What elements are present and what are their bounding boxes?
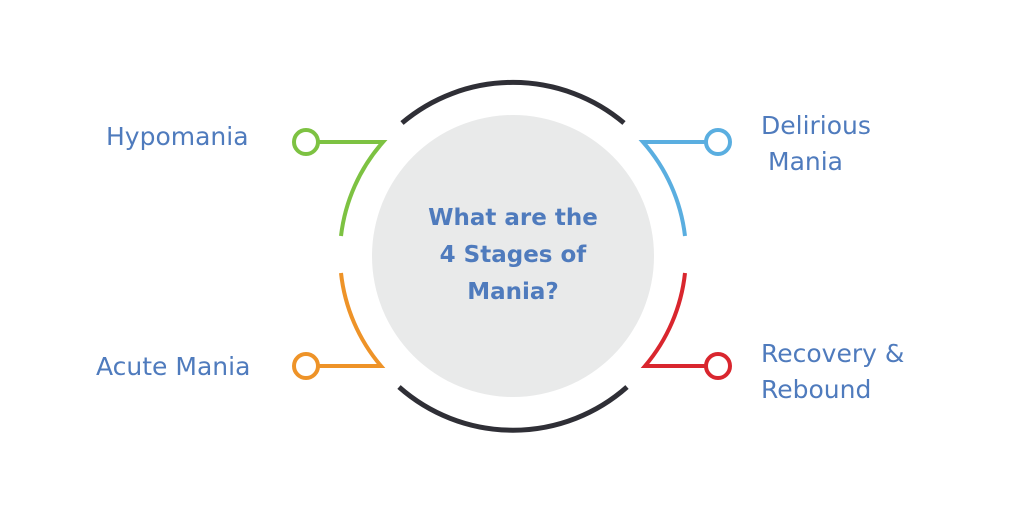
stage-label-line: Rebound (761, 375, 872, 404)
delirious-mania-connector (638, 140, 706, 237)
recovery-node-icon (704, 352, 732, 380)
top-ring-arc (400, 79, 626, 125)
center-circle (372, 115, 654, 397)
hypomania-node-icon (292, 128, 320, 156)
bottom-ring-arc (397, 385, 629, 433)
stage-label-delirious-mania: Delirious Mania (761, 108, 871, 180)
stage-label-line: Mania (768, 147, 843, 176)
stage-label-acute-mania: Acute Mania (96, 349, 250, 385)
title-line: 4 Stages of (439, 242, 587, 268)
title-line: What are the (428, 205, 598, 231)
center-title: What are the 4 Stages of Mania? (383, 200, 643, 311)
acute-mania-node-icon (292, 352, 320, 380)
delirious-mania-node-icon (704, 128, 732, 156)
stage-label-line: Hypomania (106, 122, 249, 151)
stage-label-recovery-rebound: Recovery & Rebound (761, 336, 904, 408)
recovery-connector (640, 272, 706, 368)
title-line: Mania? (467, 279, 559, 305)
stage-label-hypomania: Hypomania (106, 119, 249, 155)
stage-label-line: Delirious (761, 111, 871, 140)
acute-mania-connector (318, 272, 386, 368)
stage-label-line: Recovery & (761, 339, 905, 368)
stage-label-line: Acute Mania (96, 352, 251, 381)
hypomania-connector (318, 140, 388, 237)
